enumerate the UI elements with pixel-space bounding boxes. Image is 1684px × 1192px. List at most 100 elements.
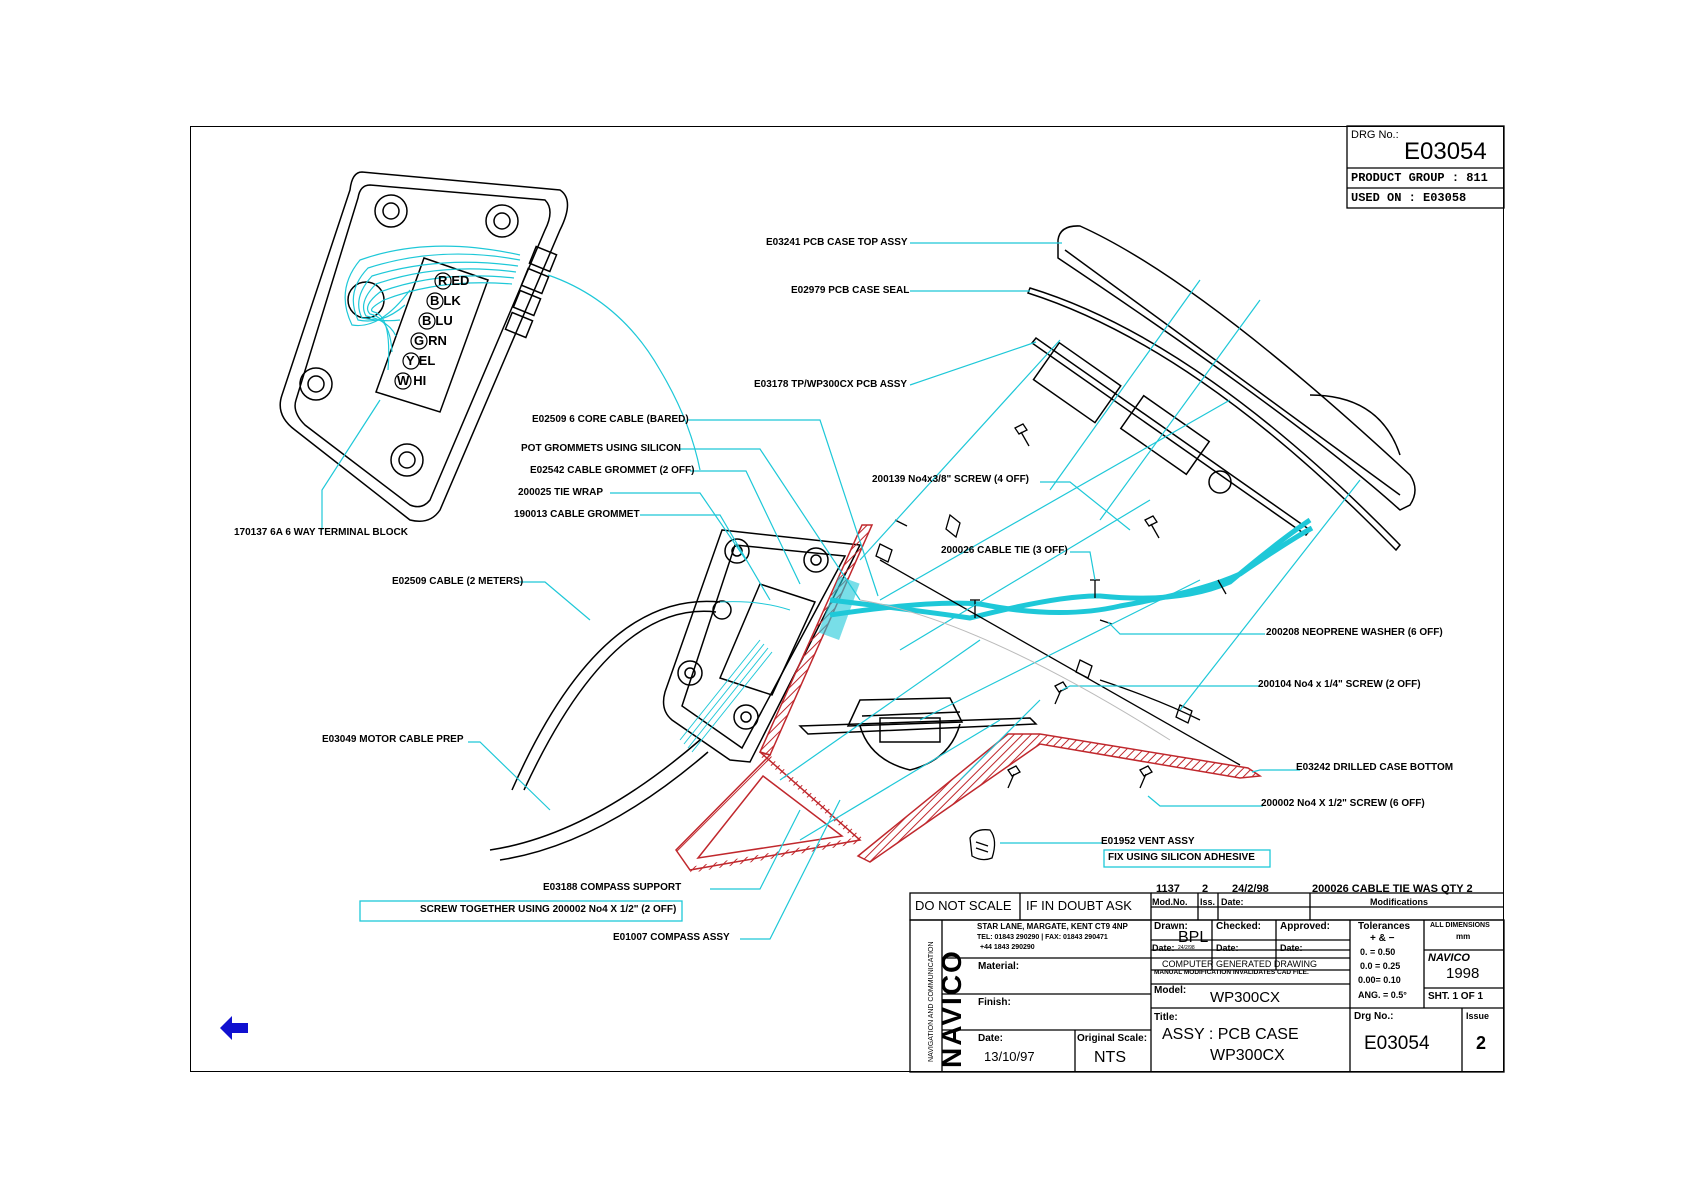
tolerance-4: ANG. = 0.5°	[1358, 990, 1407, 1000]
drawn-date: 24/2/98	[1178, 945, 1195, 951]
callout-neoprene-washer: 200208 NEOPRENE WASHER (6 OFF)	[1266, 627, 1443, 638]
orig-scale-label: Original Scale:	[1077, 1033, 1148, 1044]
callout-pcb-assy: E03178 TP/WP300CX PCB ASSY	[754, 379, 908, 390]
rev-mod-no-label: Mod.No.	[1152, 897, 1188, 907]
rev-modifications-label: Modifications	[1370, 897, 1428, 907]
approved-date-label: Date:	[1280, 943, 1303, 953]
pcb-board	[1030, 336, 1312, 537]
drg-no-block-label: Drg No.:	[1354, 1011, 1394, 1022]
issue-value: 2	[1476, 1033, 1487, 1053]
tolerance-2: 0.0 = 0.25	[1360, 961, 1401, 971]
mm-label: mm	[1456, 932, 1471, 941]
issue-label: Issue	[1466, 1011, 1490, 1021]
drg-no: E03054	[1404, 138, 1487, 165]
cad-note-2: MANUAL MODIFICATION INVALIDATES CAD FILE…	[1154, 969, 1309, 976]
company-vertical: NAVIGATION AND COMMUNICATION	[928, 941, 935, 1062]
model-value: WP300CX	[1210, 989, 1281, 1006]
callout-pcb-case-top: E03241 PCB CASE TOP ASSY	[766, 237, 908, 248]
callout-vent-note: FIX USING SILICON ADHESIVE	[1108, 852, 1255, 863]
callout-drilled-case-bottom: E03242 DRILLED CASE BOTTOM	[1296, 762, 1454, 773]
terminal-cyan-block	[818, 576, 860, 640]
callout-core-cable: E02509 6 CORE CABLE (BARED)	[532, 414, 689, 425]
terminal-housing-detail	[279, 171, 569, 522]
all-dims: ALL DIMENSIONS	[1430, 922, 1490, 929]
motor-cable-wires	[679, 601, 791, 753]
drawn-value: BPL	[1178, 929, 1209, 946]
callout-cable-2m: E02509 CABLE (2 METERS)	[392, 576, 524, 587]
callout-screw-6off: 200002 No4 X 1/2" SCREW (6 OFF)	[1261, 798, 1425, 809]
checked-date-label: Date:	[1216, 943, 1239, 953]
do-not-scale: DO NOT SCALE	[915, 898, 1012, 913]
callout-cable-tie-3off: 200026 CABLE TIE (3 OFF)	[941, 545, 1068, 556]
product-group: PRODUCT GROUP : 811	[1351, 171, 1488, 185]
vent-note-box	[1103, 849, 1271, 868]
callout-case-seal: E02979 PCB CASE SEAL	[791, 285, 910, 296]
callout-screw-2off: 200104 No4 x 1/4" SCREW (2 OFF)	[1258, 679, 1421, 690]
back-arrow-icon	[220, 1016, 248, 1040]
rev-date-label: Date:	[1221, 897, 1244, 907]
callout-pot-grommets: POT GROMMETS USING SILICON	[521, 443, 682, 454]
callout-screw-note: SCREW TOGETHER USING 200002 No4 X 1/2" (…	[420, 904, 677, 915]
leader-lines	[321, 242, 1361, 940]
title-block-grid	[909, 125, 1505, 1073]
callout-vent-assy: E01952 VENT ASSY	[1101, 836, 1195, 847]
navico-logo: NAVICO	[936, 949, 967, 1068]
callout-screw-4off: 200139 No4x3/8" SCREW (4 OFF)	[872, 474, 1030, 485]
detail-wires	[344, 245, 521, 371]
used-on: USED ON : E03058	[1351, 191, 1467, 205]
compass-assy	[798, 697, 1038, 771]
date-label: Date:	[978, 1033, 1004, 1044]
address-1: STAR LANE, MARGATE, KENT CT9 4NP	[977, 922, 1128, 931]
title-line-2: WP300CX	[1210, 1047, 1285, 1064]
tolerance-3: 0.00= 0.10	[1358, 975, 1401, 985]
cad-note-1: COMPUTER GENERATED DRAWING	[1162, 959, 1318, 969]
address-2: TEL: 01843 290290 | FAX: 01843 290471	[977, 934, 1108, 941]
rev-iss-label: Iss.	[1200, 897, 1216, 907]
case-bottom-outline	[879, 559, 1241, 766]
cable-ties	[970, 579, 1227, 618]
callout-tie-wrap: 200025 TIE WRAP	[518, 487, 604, 498]
drawn-label: Drawn:	[1154, 921, 1188, 932]
checked-label: Checked:	[1216, 921, 1262, 932]
callout-motor-cable: E03049 MOTOR CABLE PREP	[322, 734, 464, 745]
motor-cable	[489, 600, 721, 861]
vent-assy	[969, 829, 996, 861]
pcb-case-top	[1057, 225, 1416, 511]
callout-cable-grommet: E02542 CABLE GROMMET (2 OFF)	[530, 465, 695, 476]
center-housing	[662, 529, 862, 763]
date-value: 13/10/97	[984, 1049, 1035, 1064]
drg-no-block: E03054	[1364, 1033, 1430, 1054]
year: 1998	[1446, 965, 1480, 982]
drawing-sheet	[190, 126, 1504, 1072]
tolerance-1: 0. = 0.50	[1360, 947, 1396, 957]
case-bottom	[856, 733, 1263, 863]
finish-label: Finish:	[978, 997, 1011, 1008]
callout-cable-grommet-190013: 190013 CABLE GROMMET	[514, 509, 640, 520]
back-arrow-button[interactable]	[218, 1014, 250, 1042]
sheet-count: SHT. 1 OF 1	[1428, 991, 1484, 1002]
plus-minus: + & −	[1370, 933, 1395, 944]
title-line-1: ASSY : PCB CASE	[1162, 1026, 1299, 1043]
drawn-date-label: Date:	[1152, 943, 1175, 953]
tolerances-label: Tolerances	[1358, 921, 1411, 932]
model-label: Model:	[1154, 985, 1187, 996]
address-3: +44 1843 290290	[980, 944, 1035, 951]
if-in-doubt: IF IN DOUBT ASK	[1026, 898, 1132, 913]
callout-compass-assy: E01007 COMPASS ASSY	[613, 932, 730, 943]
pcb-case-seal	[1027, 287, 1401, 552]
drg-no-label: DRG No.:	[1351, 129, 1399, 141]
rev-date: 24/2/98	[1232, 883, 1269, 895]
rev-mod-no: 1137	[1156, 883, 1180, 895]
title-label: Title:	[1154, 1012, 1178, 1023]
rev-issue: 2	[1202, 883, 1209, 895]
material-label: Material:	[978, 961, 1020, 972]
cable-bundle	[829, 517, 1314, 621]
orig-scale-value: NTS	[1094, 1049, 1126, 1066]
approved-label: Approved:	[1280, 921, 1330, 932]
